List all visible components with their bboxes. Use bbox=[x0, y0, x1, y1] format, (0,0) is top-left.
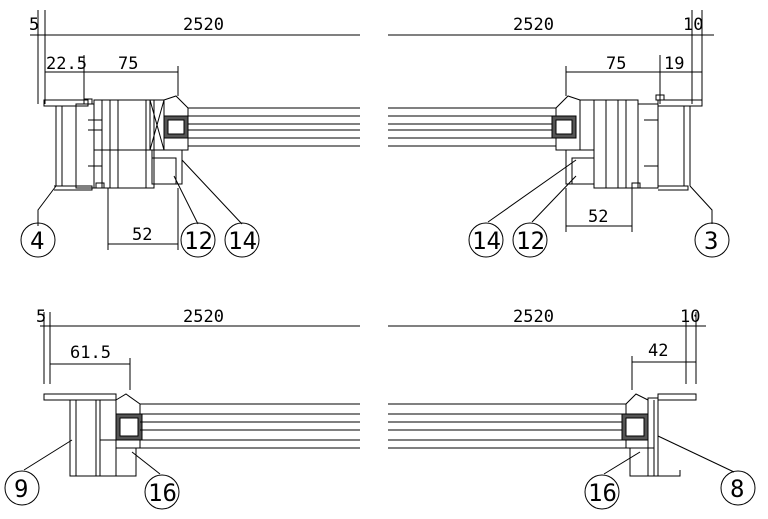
frame-profile bbox=[593, 94, 703, 191]
callout-bubble bbox=[694, 222, 730, 258]
callout-number: 8 bbox=[730, 475, 744, 503]
section-bottom-right: 10 2520 42 16 8 bbox=[388, 307, 756, 510]
dim-offset-text: 10 bbox=[680, 307, 700, 327]
callout-number: 12 bbox=[516, 227, 545, 255]
dim-depth-text: 52 bbox=[132, 225, 152, 245]
section-top-left: 5 2520 22.5 75 bbox=[20, 10, 360, 258]
dim-sub1-text: 61.5 bbox=[70, 343, 111, 363]
dim-offset-text: 5 bbox=[36, 307, 46, 327]
sash-and-glass bbox=[115, 393, 360, 477]
dim-span-text: 2520 bbox=[513, 15, 554, 35]
dim-span-text: 2520 bbox=[183, 307, 224, 327]
dim-sub1-text: 75 bbox=[606, 54, 626, 74]
dim-sub1-text: 22.5 bbox=[46, 54, 87, 74]
frame-profile bbox=[647, 393, 697, 477]
callout-bubble bbox=[144, 474, 180, 510]
dim-sub1-text: 42 bbox=[648, 341, 668, 361]
callout-number: 16 bbox=[588, 479, 617, 507]
callout-bubble bbox=[180, 222, 216, 258]
sash-and-glass bbox=[149, 95, 360, 185]
callout-bubble bbox=[20, 222, 56, 258]
section-top-right: 10 2520 75 19 bbox=[388, 10, 730, 258]
frame-profile bbox=[43, 98, 155, 191]
dim-span-text: 2520 bbox=[513, 307, 554, 327]
callout-bubble bbox=[584, 474, 620, 510]
callout-bubble bbox=[468, 222, 504, 258]
callout-number: 14 bbox=[228, 227, 257, 255]
dim-span-text: 2520 bbox=[183, 15, 224, 35]
frame-profile bbox=[43, 393, 117, 477]
callout-bubble bbox=[224, 222, 260, 258]
callout-number: 9 bbox=[14, 475, 28, 503]
sash-and-glass bbox=[388, 95, 595, 185]
section-bottom-left: 5 2520 61.5 9 16 bbox=[4, 307, 360, 510]
callout-number: 12 bbox=[184, 227, 213, 255]
callout-number: 14 bbox=[472, 227, 501, 255]
dim-offset-text: 10 bbox=[683, 15, 703, 35]
callout-bubble bbox=[720, 470, 756, 506]
callout-number: 4 bbox=[30, 227, 44, 255]
callout-bubble bbox=[4, 470, 40, 506]
callout-number: 3 bbox=[704, 227, 718, 255]
callout-number: 16 bbox=[148, 479, 177, 507]
dim-offset-text: 5 bbox=[29, 15, 39, 35]
sash-and-glass bbox=[388, 393, 655, 477]
dim-depth-text: 52 bbox=[588, 207, 608, 227]
callout-bubble bbox=[512, 222, 548, 258]
dim-sub2-text: 19 bbox=[664, 54, 684, 74]
dim-sub2-text: 75 bbox=[118, 54, 138, 74]
